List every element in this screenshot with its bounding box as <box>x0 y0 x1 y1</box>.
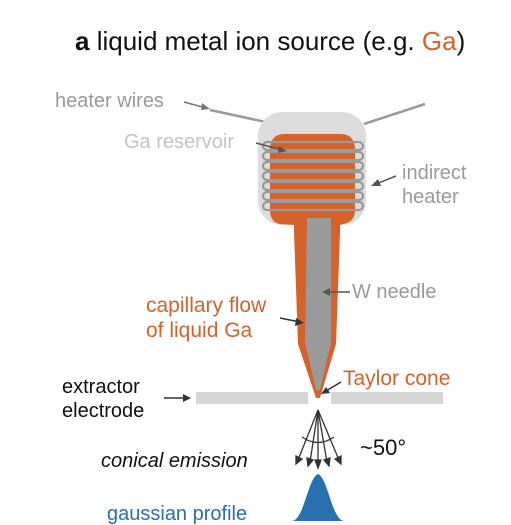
emission-angle-label: ~50° <box>360 435 407 460</box>
heater-coil <box>261 140 365 212</box>
capillary-flow-line1: capillary flow <box>146 294 267 317</box>
extractor-electrode-left <box>196 392 308 404</box>
w-needle-arrowhead <box>322 288 330 296</box>
gaussian-profile-label: gaussian profile <box>107 503 248 525</box>
heater-wires-label: heater wires <box>55 90 164 112</box>
heater-wires-arrowhead <box>201 103 210 110</box>
ga-reservoir-arrowhead <box>278 146 287 153</box>
ga-reservoir-label: Ga reservoir <box>124 131 235 153</box>
panel-letter: a <box>75 26 90 56</box>
page-title: a liquid metal ion source (e.g. Ga) <box>75 28 465 54</box>
title-close: ) <box>456 26 466 56</box>
indirect-heater-line2: heater <box>402 186 459 208</box>
title-text: liquid metal ion source (e.g. <box>96 26 422 56</box>
indirect-heater-arrowhead <box>371 179 381 186</box>
capillary-flow-label: capillary flow of liquid Ga <box>146 293 266 343</box>
conical-emission-fan <box>295 409 342 470</box>
conical-emission-label: conical emission <box>101 450 248 472</box>
indirect-heater-line1: indirect <box>402 162 467 184</box>
ga-reservoir-leader <box>255 142 283 151</box>
taylor-cone-label: Taylor cone <box>343 367 451 390</box>
tungsten-needle <box>305 218 331 390</box>
extractor-line2: electrode <box>62 400 145 422</box>
capillary-flow-line2: of liquid Ga <box>146 319 253 342</box>
taylor-cone-arrowhead <box>321 387 330 394</box>
extractor-line1: extractor <box>62 376 140 398</box>
heater-wire-right <box>363 102 426 126</box>
extractor-arrowhead <box>183 394 191 402</box>
w-needle-label: W needle <box>352 281 437 303</box>
extractor-electrode-label: extractor electrode <box>62 375 144 423</box>
extractor-electrode-right <box>331 392 443 404</box>
title-accent: Ga <box>421 26 457 56</box>
capillary-flow-arrowhead <box>295 318 304 326</box>
taylor-cone-leader <box>325 381 342 392</box>
gaussian-profile-curve <box>292 474 344 521</box>
indirect-heater-label: indirect heater <box>402 161 466 209</box>
